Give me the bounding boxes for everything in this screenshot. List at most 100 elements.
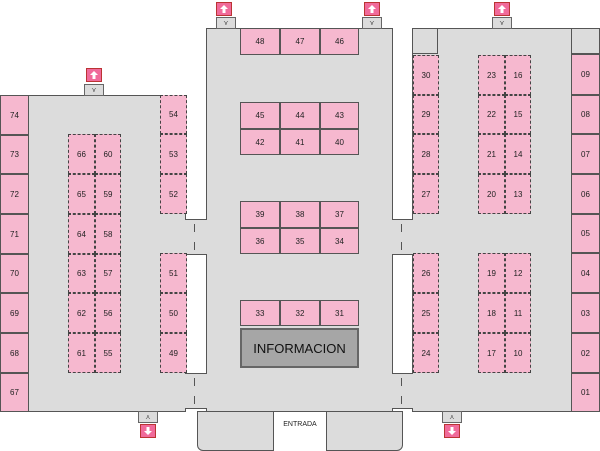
stand-53[interactable]: 53 [160,134,187,174]
stand-42[interactable]: 42 [240,129,280,155]
stand-65[interactable]: 65 [68,174,95,214]
stand-51[interactable]: 51 [160,253,187,293]
stand-62[interactable]: 62 [68,293,95,333]
door-left-bottom: ⋏ [138,411,158,423]
exit-arrow-up-icon [220,5,228,13]
stand-39[interactable]: 39 [240,201,280,228]
stand-64[interactable]: 64 [68,214,95,254]
stand-66[interactable]: 66 [68,134,95,174]
stand-49[interactable]: 49 [160,333,187,373]
entrance-label: ENTRADA [283,421,317,428]
door-left-top: ⋎ [84,84,104,96]
stand-52[interactable]: 52 [160,174,187,214]
stand-59[interactable]: 59 [95,174,121,214]
exit-arrow-down-icon [144,427,152,435]
stand-16[interactable]: 16 [505,55,531,95]
stand-70[interactable]: 70 [0,254,29,293]
stand-34[interactable]: 34 [320,228,359,254]
stand-19[interactable]: 19 [478,253,505,293]
stand-46[interactable]: 46 [320,28,359,55]
stand-58[interactable]: 58 [95,214,121,254]
exit-center-top-left[interactable] [216,2,232,16]
corridor-center-right-top [392,219,413,255]
door-center-top-left: ⋎ [216,17,236,29]
exit-arrow-up-icon [498,5,506,13]
stand-04[interactable]: 04 [571,253,600,293]
stand-30[interactable]: 30 [413,55,439,95]
stand-22[interactable]: 22 [478,95,505,134]
stand-09[interactable]: 09 [571,54,600,95]
exit-center-top-right[interactable] [364,2,380,16]
stand-43[interactable]: 43 [320,102,359,129]
stand-71[interactable]: 71 [0,214,29,254]
stand-74[interactable]: 74 [0,95,29,135]
stand-38[interactable]: 38 [280,201,320,228]
stand-14[interactable]: 14 [505,134,531,174]
stand-06[interactable]: 06 [571,174,600,214]
stand-12[interactable]: 12 [505,253,531,293]
stand-17[interactable]: 17 [478,333,505,373]
exit-left-bottom[interactable] [140,424,156,438]
stand-55[interactable]: 55 [95,333,121,373]
stand-36[interactable]: 36 [240,228,280,254]
stand-25[interactable]: 25 [413,293,439,333]
stand-37[interactable]: 37 [320,201,359,228]
stand-05[interactable]: 05 [571,214,600,253]
information-desk[interactable]: INFORMACION [240,328,359,368]
stand-67[interactable]: 67 [0,373,29,412]
stand-33[interactable]: 33 [240,300,280,326]
stand-23[interactable]: 23 [478,55,505,95]
stand-45[interactable]: 45 [240,102,280,129]
exit-right-bottom[interactable] [444,424,460,438]
stand-63[interactable]: 63 [68,254,95,293]
stand-32[interactable]: 32 [280,300,320,326]
stand-01[interactable]: 01 [571,373,600,412]
stand-40[interactable]: 40 [320,129,359,155]
stand-28[interactable]: 28 [413,134,439,174]
door-right-top: ⋎ [492,17,512,29]
exit-left-top[interactable] [86,68,102,82]
entrance-block-right [326,411,403,451]
stand-60[interactable]: 60 [95,134,121,174]
door-right-bottom: ⋏ [442,411,462,423]
exit-arrow-up-icon [368,5,376,13]
stand-27[interactable]: 27 [413,174,439,214]
stand-69[interactable]: 69 [0,293,29,333]
stand-56[interactable]: 56 [95,293,121,333]
exit-right-top[interactable] [494,2,510,16]
stand-07[interactable]: 07 [571,134,600,174]
corridor-left-center-bottom [185,373,207,409]
stand-35[interactable]: 35 [280,228,320,254]
stand-20[interactable]: 20 [478,174,505,214]
stand-61[interactable]: 61 [68,333,95,373]
stand-15[interactable]: 15 [505,95,531,134]
stand-11[interactable]: 11 [505,293,531,333]
stand-68[interactable]: 68 [0,333,29,373]
stand-18[interactable]: 18 [478,293,505,333]
stand-02[interactable]: 02 [571,333,600,373]
stand-13[interactable]: 13 [505,174,531,214]
stand-21[interactable]: 21 [478,134,505,174]
stand-29[interactable]: 29 [413,95,439,134]
stand-54[interactable]: 54 [160,95,187,134]
corridor-center-right-bottom [392,373,413,409]
right-hall-notch-right [571,28,600,54]
stand-50[interactable]: 50 [160,293,187,333]
stand-03[interactable]: 03 [571,293,600,333]
stand-47[interactable]: 47 [280,28,320,55]
stand-24[interactable]: 24 [413,333,439,373]
stand-57[interactable]: 57 [95,254,121,293]
exit-arrow-up-icon [90,71,98,79]
stand-44[interactable]: 44 [280,102,320,129]
stand-48[interactable]: 48 [240,28,280,55]
stand-08[interactable]: 08 [571,95,600,134]
stand-41[interactable]: 41 [280,129,320,155]
entrance-block-left [197,411,274,451]
stand-26[interactable]: 26 [413,253,439,293]
stand-10[interactable]: 10 [505,333,531,373]
door-center-top-right: ⋎ [362,17,382,29]
stand-73[interactable]: 73 [0,135,29,174]
right-hall-notch-left [412,28,438,54]
stand-72[interactable]: 72 [0,174,29,214]
stand-31[interactable]: 31 [320,300,359,326]
